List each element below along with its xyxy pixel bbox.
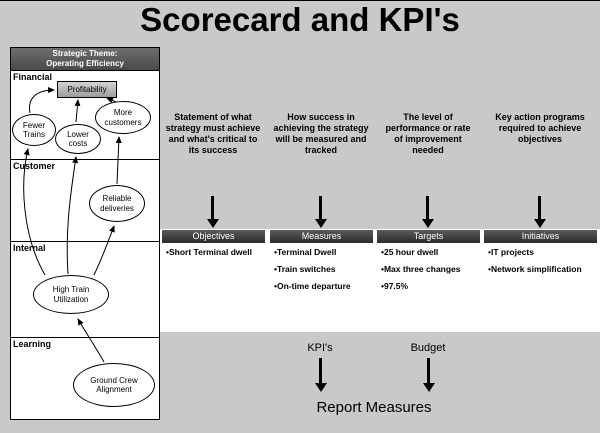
row-internal-label: Internal — [13, 243, 46, 253]
node-profitability: Profitability — [57, 81, 117, 98]
list-item: •Max three changes — [381, 264, 461, 274]
budget-down-arrow-icon — [427, 358, 430, 383]
node-ground-crew-alignment: Ground Crew Alignment — [73, 363, 155, 407]
kpis-down-arrow-icon — [319, 358, 322, 383]
list-item: •On-time departure — [274, 281, 351, 291]
initiatives-down-arrow-icon — [538, 196, 541, 219]
top-border-line — [0, 0, 600, 1]
objectives-description: Statement of what strategy must achieve … — [165, 112, 261, 155]
targets-down-arrow-icon — [426, 196, 429, 219]
list-item: •Short Terminal dwell — [166, 247, 252, 257]
row-financial: Financial — [11, 70, 159, 159]
measures-description: How success in achieving the strategy wi… — [273, 112, 369, 155]
list-item: •IT projects — [488, 247, 534, 257]
list-item: •97.5% — [381, 281, 409, 291]
measures-items: •Terminal Dwell •Train switches •On-time… — [274, 247, 351, 298]
list-item: •25 hour dwell — [381, 247, 439, 257]
page-title: Scorecard and KPI's — [140, 1, 460, 38]
targets-items: •25 hour dwell •Max three changes •97.5% — [381, 247, 461, 298]
initiatives-items: •IT projects •Network simplification — [488, 247, 582, 281]
row-customer-label: Customer — [13, 161, 56, 171]
list-item: •Network simplification — [488, 264, 582, 274]
objectives-down-arrow-icon — [211, 196, 214, 219]
node-lower-costs: Lower costs — [55, 124, 101, 154]
targets-description: The level of performance or rate of impr… — [385, 112, 471, 155]
strategic-theme-header: Strategic Theme: Operating Efficiency — [11, 48, 159, 70]
strategic-theme-line2: Operating Efficiency — [46, 59, 124, 68]
report-measures-label: Report Measures — [316, 399, 432, 416]
objectives-header: Objectives — [162, 230, 265, 243]
node-fewer-trains: Fewer Trains — [12, 114, 56, 146]
node-high-train-utilization: High Train Utilization — [33, 275, 109, 314]
node-more-customers: More customers — [95, 101, 151, 134]
row-learning-label: Learning — [13, 339, 52, 349]
strategic-theme-line1: Strategic Theme: — [52, 49, 118, 58]
measures-header: Measures — [270, 230, 373, 243]
kpis-label: KPI's — [307, 342, 333, 354]
list-item: •Train switches — [274, 264, 336, 274]
row-financial-label: Financial — [13, 72, 53, 82]
initiatives-header: Initiatives — [484, 230, 597, 243]
targets-header: Targets — [377, 230, 480, 243]
columns-content-band — [160, 229, 600, 332]
objectives-items: •Short Terminal dwell — [166, 247, 252, 264]
initiatives-description: Key action programs required to achieve … — [495, 112, 585, 144]
node-reliable-deliveries: Reliable deliveries — [89, 185, 145, 222]
measures-down-arrow-icon — [319, 196, 322, 219]
list-item: •Terminal Dwell — [274, 247, 337, 257]
budget-label: Budget — [410, 342, 446, 354]
